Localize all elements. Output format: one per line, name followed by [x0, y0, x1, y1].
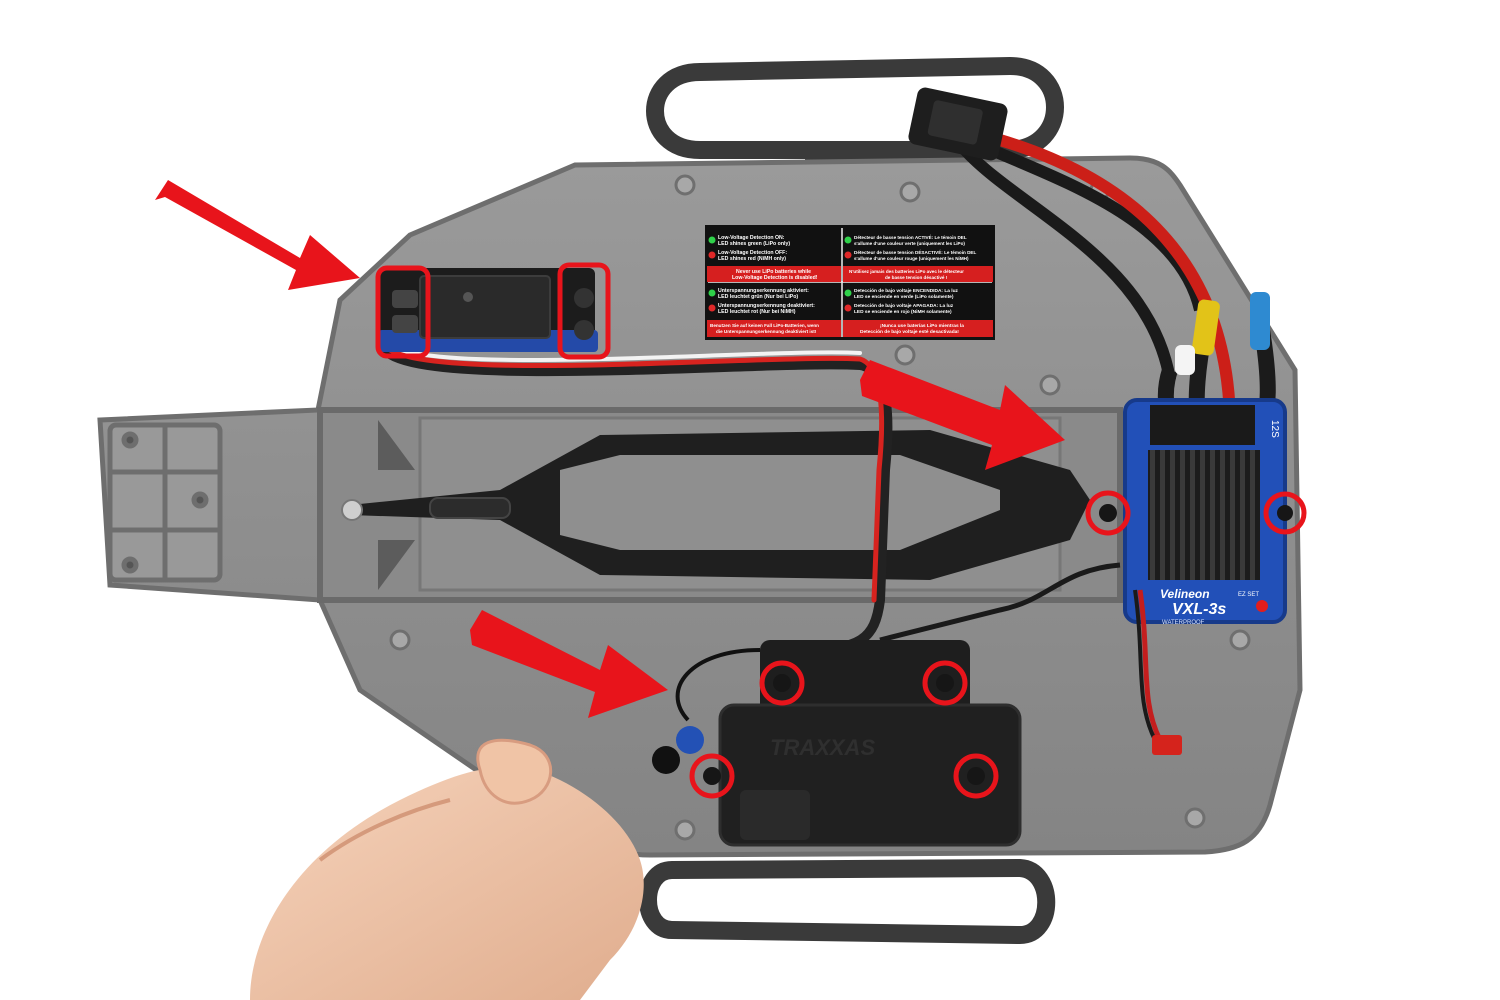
antenna-led [676, 726, 704, 754]
warning-sticker: Low-Voltage Detection ON: LED shines gre… [705, 225, 995, 340]
arrow-esc [860, 360, 1065, 470]
sticker-es-warn-2: Detección de bajo voltaje esté desactiva… [860, 329, 959, 335]
screw-circle-box-bottom-right [953, 753, 999, 799]
sticker-en-on-desc: LED shines green (LiPo only) [718, 241, 790, 247]
sticker-en-warn-1: Never use LiPo batteries while [736, 269, 811, 275]
sticker-en-warn-2: Low-Voltage Detection is disabled! [732, 275, 818, 281]
screw-circle-box-bottom-left [689, 753, 735, 799]
esc-rating: 12S [1269, 420, 1280, 438]
rear-bulkhead [107, 422, 223, 583]
sticker-es-on-desc: LED se enciende en verde (LiPo solamente… [854, 294, 954, 300]
cover-brand: TRAXXAS [770, 735, 875, 760]
screw-circle-esc-left [1085, 490, 1131, 536]
sticker-fr-warn-2: de basse tension désactivé ! [885, 275, 948, 280]
esc-button [1256, 600, 1268, 612]
screw-circle-box-top-right [922, 660, 968, 706]
sticker-de-warn-2: die Unterspannungserkennung deaktiviert … [716, 329, 817, 334]
screw-heads [703, 504, 1293, 785]
highlight-box-left [375, 265, 431, 359]
mounting-holes [389, 174, 1251, 841]
sticker-en-off: Low-Voltage Detection OFF: [718, 250, 787, 256]
sticker-fr-warn-1: N'utilisez jamais des batteries LiPo ave… [849, 269, 964, 274]
sticker-fr-on: Détecteur de basse tension ACTIVÉ: Le té… [854, 233, 967, 240]
arrow-lower-box [470, 610, 668, 718]
highlight-box-right [557, 262, 611, 360]
esc-model: VXL-3s [1172, 601, 1226, 618]
esc-leads [879, 562, 1182, 755]
sticker-es-off: Detección de bajo voltaje APAGADA: La lu… [854, 303, 954, 309]
sticker-de-on: Unterspannungserkennung aktiviert: [718, 288, 809, 294]
sticker-en-off-desc: LED shines red (NiMH only) [718, 256, 786, 262]
arrow-receiver [155, 180, 360, 290]
sticker-en-on: Low-Voltage Detection ON: [718, 235, 785, 241]
screw-circle-esc-right [1263, 491, 1307, 535]
sticker-de-off: Unterspannungserkennung deaktiviert: [718, 303, 815, 309]
sticker-fr-on-desc: s'allume d'une couleur verte (uniquement… [854, 241, 965, 246]
bottom-rubber-strap [639, 859, 1056, 944]
esc-unit: Velineon VXL-3s WATERPROOF EZ SET 12S [1123, 398, 1287, 626]
sticker-de-on-desc: LED leuchtet grün (Nur bei LiPo) [718, 294, 798, 300]
sticker-de-warn-1: Benutzen Sie auf keinen Fall LiPo-Batter… [710, 323, 819, 328]
hand [250, 738, 644, 1000]
sticker-fr-off-desc: s'allume d'une couleur rouge (uniquement… [854, 256, 969, 261]
sticker-es-on: Detección de bajo voltaje ENCENDIDA: La … [854, 288, 959, 294]
sticker-es-warn-1: ¡Nunca use baterías LiPo mientras la [880, 323, 964, 329]
sticker-de-off-desc: LED leuchtet rot (Nur bei NiMH) [718, 309, 796, 315]
battery-hold-down [341, 430, 1090, 580]
annotation-boxes [375, 262, 611, 360]
annotation-circles [689, 490, 1307, 799]
esc-brand: Velineon [1160, 587, 1210, 601]
esc-ez-set: EZ SET [1238, 592, 1259, 598]
lower-receiver-box: TRAXXAS [652, 640, 1022, 847]
battery-connector [908, 87, 1237, 441]
receiver-box [378, 268, 598, 352]
esc-waterproof: WATERPROOF [1162, 620, 1205, 626]
annotation-arrows [155, 180, 1065, 718]
sticker-fr-off: Détecteur de basse tension DÉSACTIVÉ: Le… [854, 248, 976, 255]
screw-circle-box-top-left [759, 660, 805, 706]
sticker-es-off-desc: LED se enciende en rojo (NiMH solamente) [854, 309, 952, 315]
